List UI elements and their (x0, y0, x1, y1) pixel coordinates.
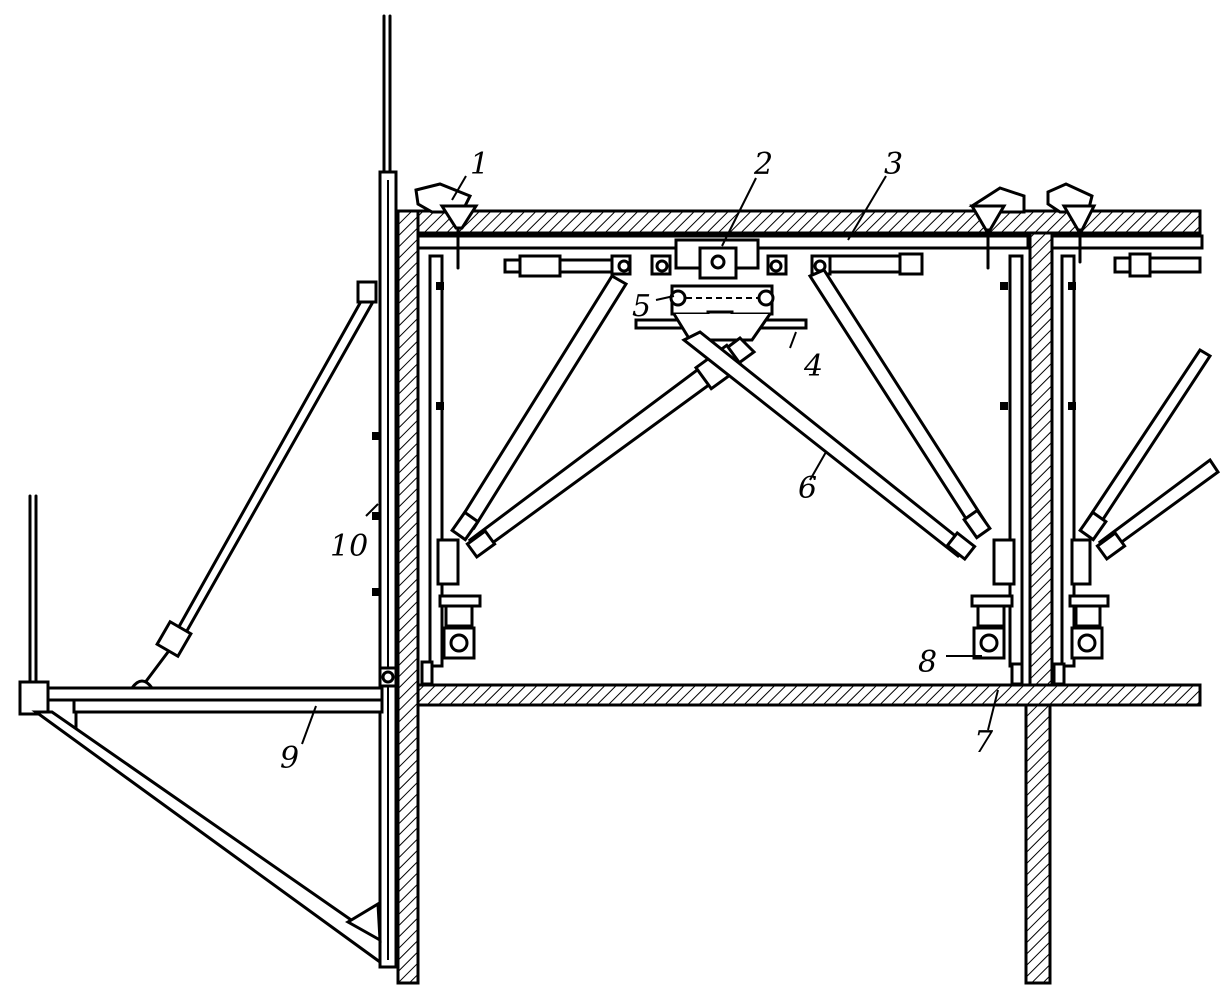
braces (450, 268, 1221, 562)
label-5: 5 (632, 289, 651, 324)
label-10: 10 (330, 529, 368, 564)
wall-form-panel (372, 14, 398, 969)
label-4: 4 (803, 349, 823, 384)
wheel-jacks (420, 594, 1110, 686)
label-8: 8 (918, 645, 937, 680)
label-3: 3 (884, 147, 903, 182)
concrete-structure (396, 209, 1202, 985)
label-6: 6 (798, 471, 817, 506)
callouts: 1 2 3 4 5 6 7 8 9 10 (280, 147, 999, 776)
vertical-legs (428, 254, 1092, 668)
label-1: 1 (470, 147, 489, 182)
hanging-scaffold (18, 280, 384, 965)
left-wall (396, 209, 420, 985)
middle-wall-upper (1028, 231, 1054, 687)
label-9: 9 (280, 741, 299, 776)
bottom-slab (416, 683, 1202, 707)
middle-wall-lower (1024, 703, 1052, 985)
label-7: 7 (974, 725, 994, 760)
formwork-beam (416, 234, 1204, 278)
label-2: 2 (753, 147, 773, 182)
